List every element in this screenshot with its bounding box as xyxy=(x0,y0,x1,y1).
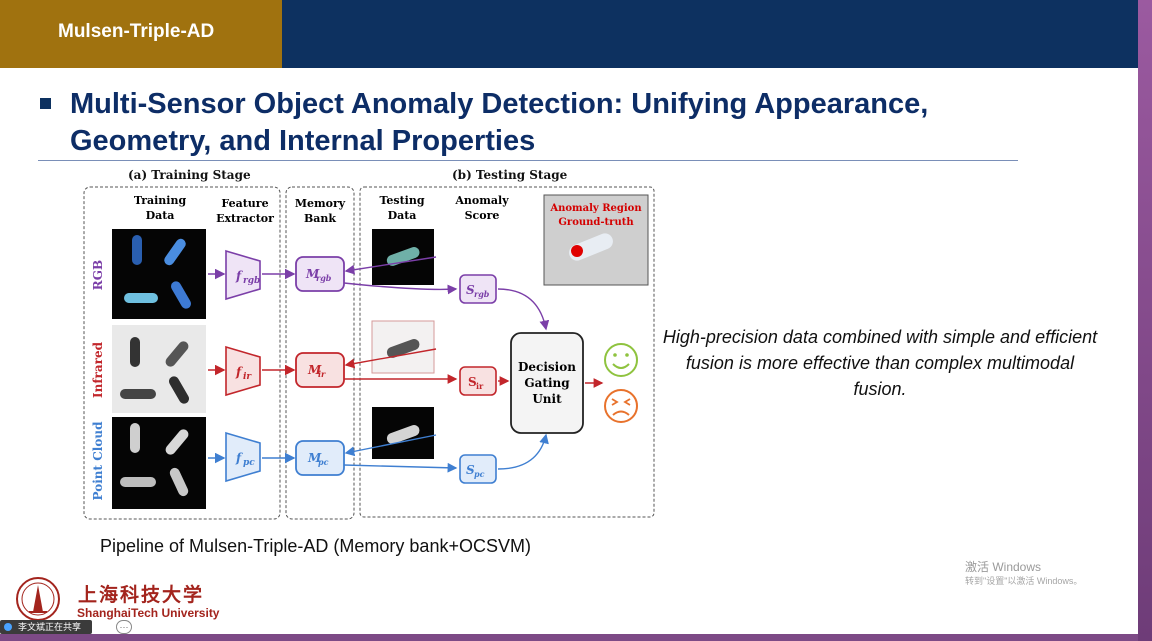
svg-text:M: M xyxy=(307,363,322,377)
title-bullet-icon xyxy=(40,98,51,109)
extractor-f-rgb: f rgb xyxy=(225,249,261,301)
svg-text:Decision: Decision xyxy=(518,360,576,374)
svg-text:S: S xyxy=(468,375,477,389)
svg-text:S: S xyxy=(466,463,475,477)
extractor-f-pc: f pc xyxy=(225,431,261,483)
windows-activation-hint: 转到"设置"以激活 Windows。 xyxy=(965,576,1083,586)
svg-text:M: M xyxy=(305,267,320,281)
svg-text:pc: pc xyxy=(243,458,255,468)
university-name-en: ShanghaiTech University xyxy=(77,606,220,620)
memory-bank-header-1: Memory xyxy=(295,197,346,210)
row-label-point-cloud: Point Cloud xyxy=(91,421,105,501)
header-tag-band xyxy=(0,0,282,68)
testing-stage-label: (b) Testing Stage xyxy=(452,168,568,182)
title-divider xyxy=(38,160,1018,161)
svg-text:M: M xyxy=(307,451,322,465)
feature-extractor-header-1: Feature xyxy=(221,197,268,210)
svg-text:f: f xyxy=(235,365,243,379)
testing-image-pc xyxy=(372,407,434,459)
training-data-header-1: Training xyxy=(134,194,187,207)
svg-text:Unit: Unit xyxy=(532,392,562,406)
pipeline-figure: (a) Training Stage (b) Testing Stage Tra… xyxy=(83,168,655,520)
university-name-cn: 上海科技大学 xyxy=(78,584,205,606)
svg-text:S: S xyxy=(466,283,475,297)
microphone-icon xyxy=(4,623,12,631)
score-pc: S pc xyxy=(459,454,497,484)
anomaly-score-header-1: Anomaly xyxy=(454,194,509,207)
extractor-f-ir: f ir xyxy=(225,345,261,397)
svg-text:ir: ir xyxy=(476,381,484,391)
windows-activation-title: 激活 Windows xyxy=(965,560,1042,574)
memory-bank-ir: M ir xyxy=(295,352,345,388)
anomaly-region-groundtruth: Anomaly Region Ground-truth xyxy=(543,194,649,286)
testing-box xyxy=(359,186,655,518)
training-box xyxy=(83,186,281,520)
svg-text:pc: pc xyxy=(474,469,485,479)
sad-face-icon xyxy=(604,389,638,423)
share-status-label: 李文斌正在共享 xyxy=(18,622,82,632)
svg-text:rgb: rgb xyxy=(474,289,490,299)
screen-share-indicator[interactable]: 李文斌正在共享 xyxy=(0,620,92,634)
svg-text:Gating: Gating xyxy=(524,376,570,390)
happy-face-icon xyxy=(604,343,638,377)
memory-bank-rgb: M rgb xyxy=(295,256,345,292)
svg-text:ir: ir xyxy=(318,369,326,379)
slide-title: Multi-Sensor Object Anomaly Detection: U… xyxy=(70,88,929,157)
svg-text:rgb: rgb xyxy=(243,276,260,286)
figure-caption: Pipeline of Mulsen-Triple-AD (Memory ban… xyxy=(100,536,531,556)
slide: Mulsen-Triple-AD Multi-Sensor Object Ano… xyxy=(0,0,1138,634)
testing-image-ir xyxy=(371,320,435,374)
row-label-rgb: RGB xyxy=(91,260,105,290)
row-label-infrared: Infrared xyxy=(91,341,105,398)
svg-text:ir: ir xyxy=(243,372,252,382)
svg-text:rgb: rgb xyxy=(316,273,332,283)
training-data-header-2: Data xyxy=(146,209,175,222)
key-finding-note: High-precision data combined with simple… xyxy=(662,327,1098,399)
header-band xyxy=(282,0,1138,68)
testing-image-rgb xyxy=(372,229,434,285)
header-tag: Mulsen-Triple-AD xyxy=(58,21,215,42)
more-options-button[interactable]: ··· xyxy=(116,620,132,634)
training-stage-label: (a) Training Stage xyxy=(128,168,251,182)
testing-data-header-2: Data xyxy=(388,209,417,222)
memory-bank-pc: M pc xyxy=(295,440,345,476)
decision-gating-unit: Decision Gating Unit xyxy=(510,332,584,434)
svg-text:f: f xyxy=(235,451,243,465)
svg-text:pc: pc xyxy=(318,457,329,467)
infrared-training-images xyxy=(112,325,206,413)
feature-extractor-header-2: Extractor xyxy=(216,212,274,225)
shanghaitech-logo-icon xyxy=(16,577,60,621)
testing-data-header-1: Testing xyxy=(379,194,424,207)
pointcloud-training-images xyxy=(112,417,206,509)
anomaly-score-header-2: Score xyxy=(465,209,500,222)
rgb-training-images xyxy=(112,229,206,319)
memory-bank-header-2: Bank xyxy=(304,212,336,225)
svg-text:Ground-truth: Ground-truth xyxy=(558,217,634,228)
svg-text:f: f xyxy=(235,269,243,283)
score-rgb: S rgb xyxy=(459,274,497,304)
score-ir: S ir xyxy=(459,366,497,396)
window-edge xyxy=(1138,0,1152,641)
memory-box xyxy=(285,186,355,520)
svg-text:Anomaly Region: Anomaly Region xyxy=(549,203,642,214)
